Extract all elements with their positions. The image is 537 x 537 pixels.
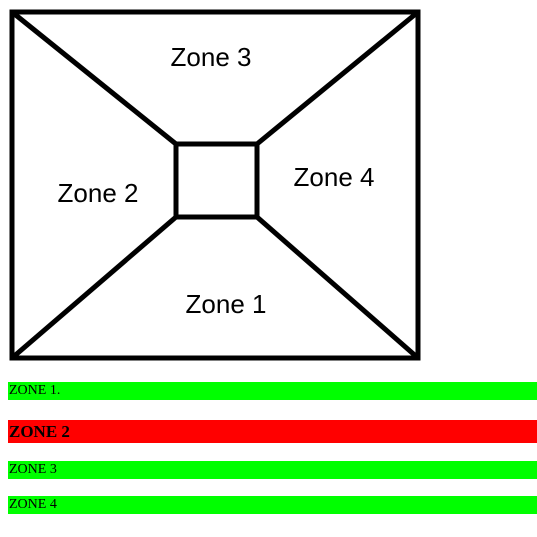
zone-3-label: Zone 3 <box>171 42 252 72</box>
zone-1-status-bar: ZONE 1. <box>8 382 537 400</box>
zone-4-label: Zone 4 <box>294 162 375 192</box>
zone-4-status-bar: ZONE 4 <box>8 496 537 514</box>
zone-map: Zone 3 Zone 2 Zone 4 Zone 1 <box>9 9 421 361</box>
diagonal-top-right <box>255 10 420 146</box>
diagonal-top-left <box>10 10 178 146</box>
zone-3-status-bar: ZONE 3 <box>8 461 537 479</box>
diagonal-bottom-left <box>10 215 178 360</box>
zone-2-status-bar: ZONE 2 <box>8 420 537 443</box>
zone-1-label: Zone 1 <box>186 289 267 319</box>
center-square <box>173 141 260 220</box>
diagonal-bottom-right <box>255 215 420 360</box>
outer-room-outline <box>9 9 421 361</box>
zone-2-label: Zone 2 <box>58 178 139 208</box>
